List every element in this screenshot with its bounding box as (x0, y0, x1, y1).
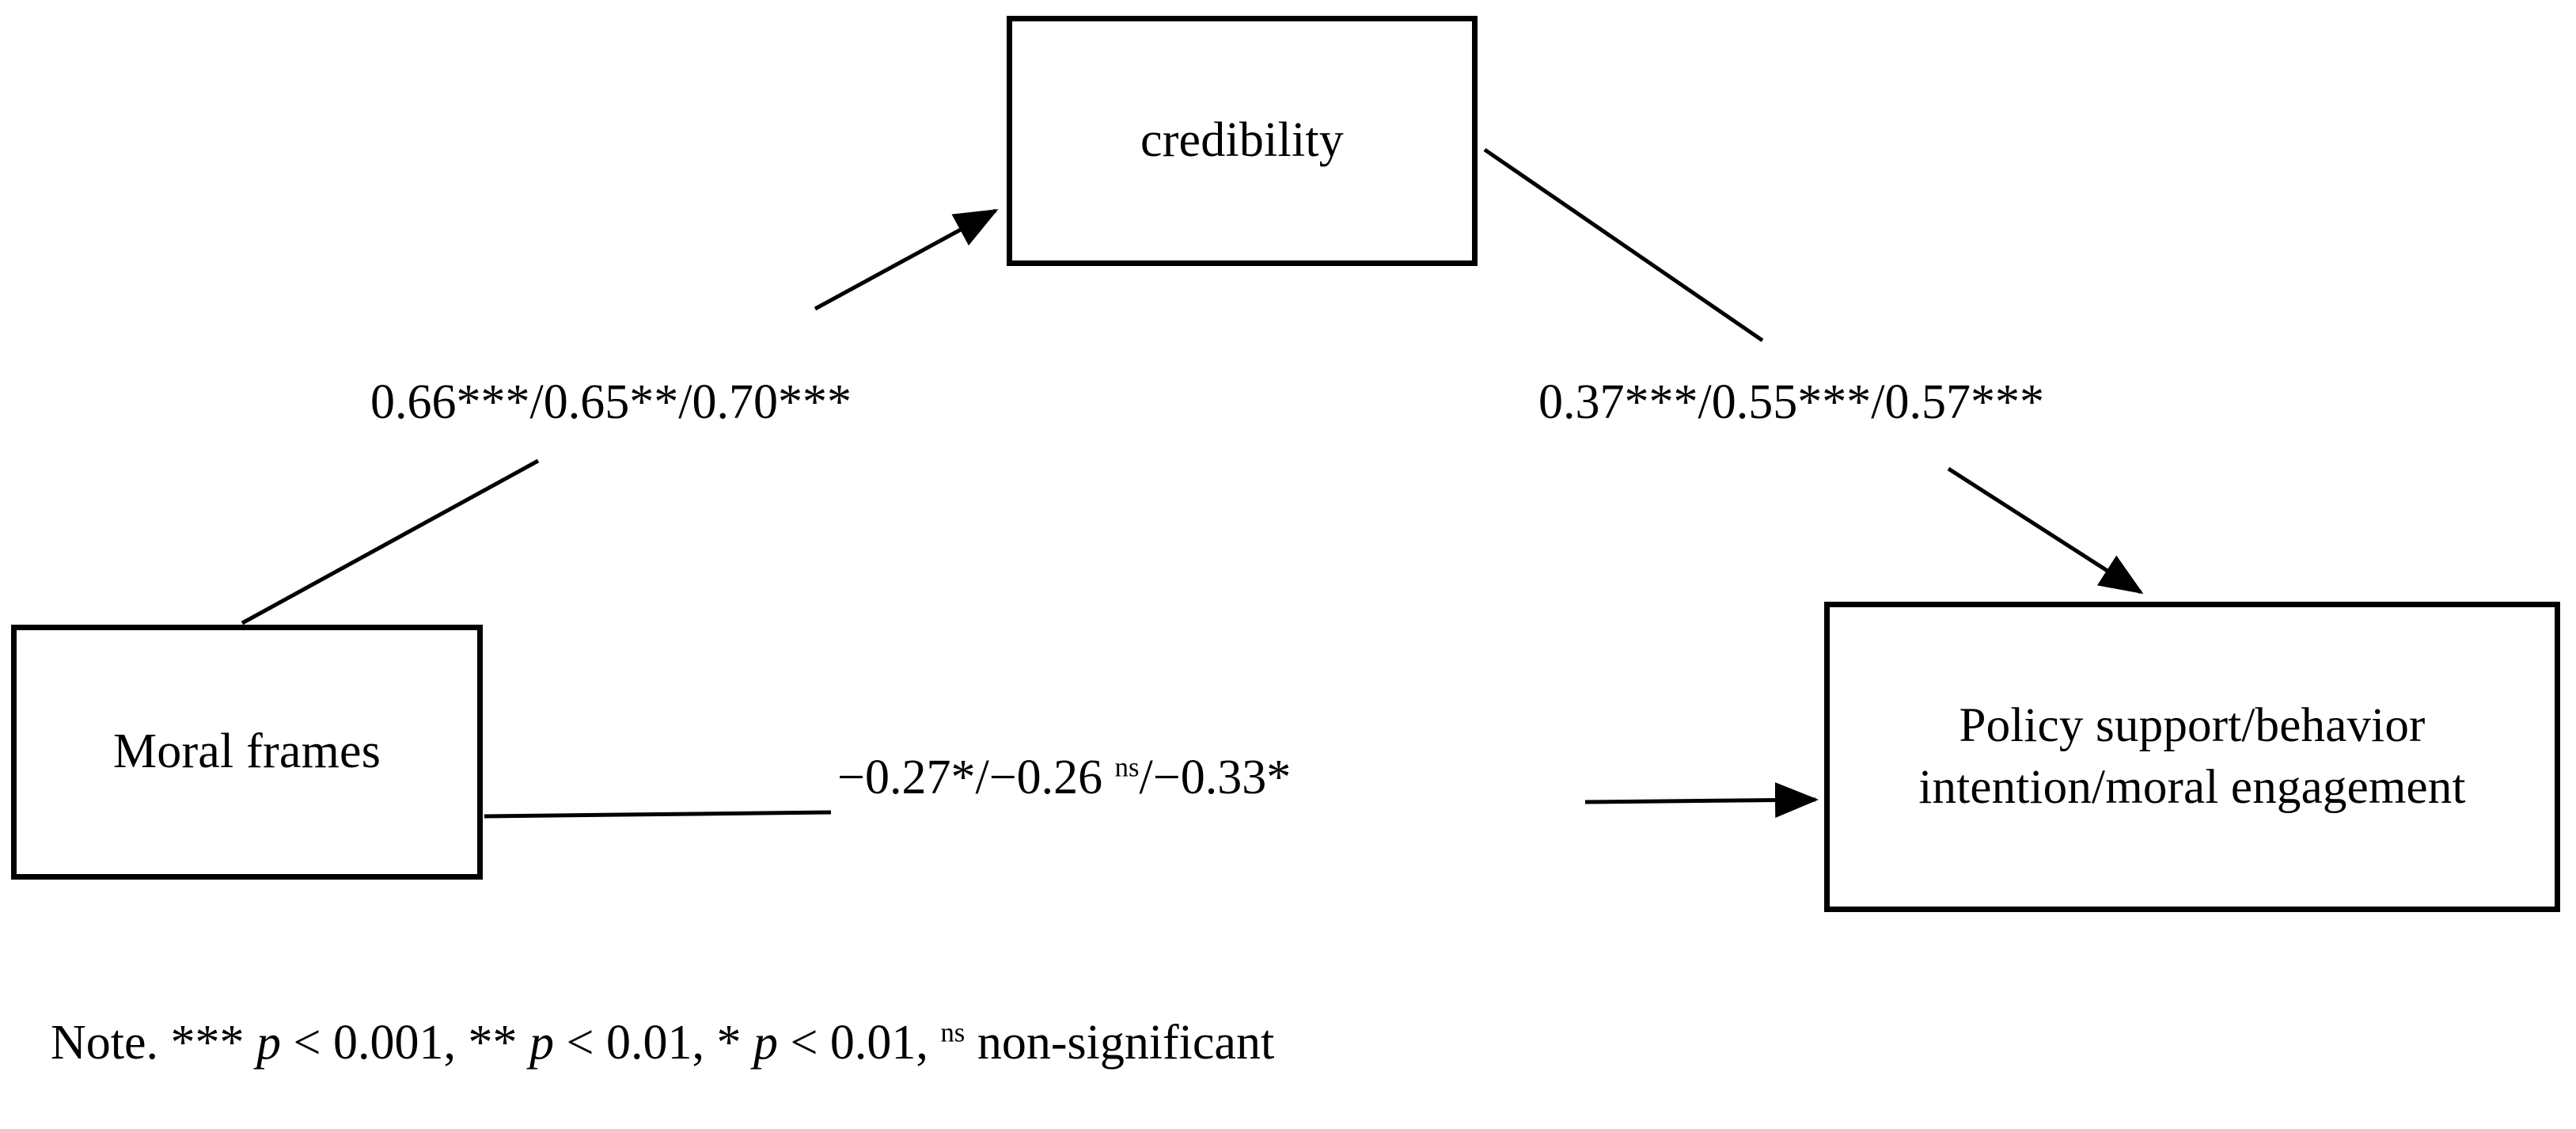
node-moral-frames[interactable]: Moral frames (11, 625, 483, 880)
path-c-label-ns: ns (1114, 751, 1140, 783)
node-moral-frames-label: Moral frames (112, 724, 381, 779)
note-ns-superscript: ns (940, 1017, 966, 1048)
note-segment-4: non-significant (965, 1016, 1275, 1070)
path-c-coefficient-label: −0.27*/−0.26 ns/−0.33* (833, 750, 1296, 806)
note-p-italic-2: p (529, 1016, 554, 1070)
note-prefix: Note. *** (51, 1016, 257, 1070)
note-p-italic-3: p (753, 1016, 778, 1070)
note-p-italic-1: p (256, 1016, 282, 1070)
note-segment-2: < 0.01, * (554, 1016, 753, 1070)
node-credibility[interactable]: credibility (1007, 16, 1478, 266)
node-policy-outcome-label: Policy support/behavior intention/moral … (1918, 698, 2466, 814)
path-c-label-suffix: /−0.33* (1139, 751, 1292, 804)
path-c-label-prefix: −0.27*/−0.26 (837, 751, 1115, 804)
node-policy-outcome[interactable]: Policy support/behavior intention/moral … (1824, 602, 2560, 912)
note-segment-1: < 0.001, ** (281, 1016, 529, 1070)
path-a-segment-upper (814, 208, 999, 311)
note-segment-3: < 0.01, (777, 1016, 941, 1070)
node-credibility-label: credibility (1140, 113, 1344, 168)
path-c-segment-left (484, 810, 832, 819)
path-a-coefficient-label: 0.66***/0.65**/0.70*** (366, 374, 856, 431)
figure-note: Note. *** p < 0.001, ** p < 0.01, * p < … (51, 1015, 1274, 1071)
path-a-segment-lower (241, 458, 540, 625)
path-c-segment-right (1584, 782, 1819, 819)
path-b-segment-upper (1483, 147, 1764, 343)
path-b-segment-lower (1947, 466, 2144, 595)
path-b-coefficient-label: 0.37***/0.55***/0.57*** (1534, 374, 2049, 431)
